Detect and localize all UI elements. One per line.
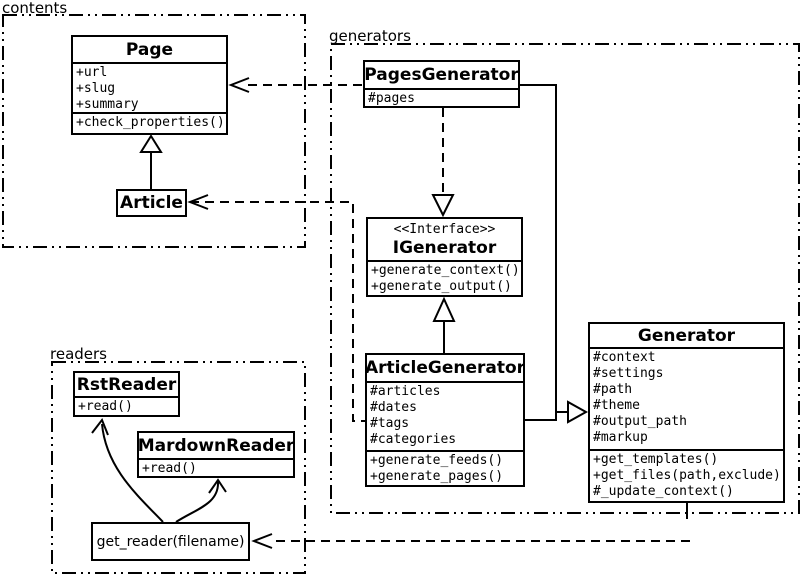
member-line: +generate_feeds() <box>370 453 504 468</box>
class-page-attributes: +url+slug+summary <box>73 62 226 112</box>
class-mardownreader: MardownReader +read() <box>137 431 295 478</box>
member-line: #theme <box>593 398 640 413</box>
inheritance-articlegenerator-to-igenerator <box>432 296 456 353</box>
class-rstreader: RstReader +read() <box>73 371 180 417</box>
package-border-contents <box>2 14 306 248</box>
member-line: #tags <box>370 416 410 431</box>
arrow-getreader-to-rstreader <box>91 417 164 523</box>
inheritance-generators-to-generator <box>520 84 589 424</box>
member-line: +summary <box>76 97 139 112</box>
member-line: #output_path <box>593 414 687 429</box>
class-mardownreader-title: MardownReader <box>137 435 295 456</box>
member-line: +get_files(path,exclude) <box>593 468 781 483</box>
class-article-title: Article <box>120 193 183 213</box>
member-line: +read() <box>142 461 197 476</box>
class-articlegenerator: ArticleGenerator #articles#dates#tags#ca… <box>365 353 525 487</box>
class-mardownreader-methods: +read() <box>139 458 293 478</box>
class-page-title: Page <box>125 39 174 60</box>
interface-igenerator-title: IGenerator <box>392 237 497 258</box>
package-label-readers: readers <box>50 345 107 363</box>
class-pagesgenerator-title: PagesGenerator <box>364 65 519 85</box>
class-generator-title: Generator <box>637 325 736 346</box>
member-line: +check_properties() <box>76 115 225 130</box>
member-line: #markup <box>593 430 648 445</box>
class-rstreader-title: RstReader <box>76 374 177 395</box>
function-get-reader: get_reader(filename) <box>91 522 250 561</box>
member-line: #_update_context() <box>593 484 734 499</box>
class-page-methods: +check_properties() <box>73 112 226 133</box>
member-line: +url <box>76 65 108 80</box>
package-border-generators <box>330 43 800 514</box>
member-line: #categories <box>370 432 457 447</box>
class-pagesgenerator: PagesGenerator #pages <box>363 60 520 108</box>
class-pagesgenerator-attributes: #pages <box>365 88 518 108</box>
member-line: +slug <box>76 81 116 96</box>
class-generator-attributes: #context#settings#path#theme#output_path… <box>590 347 783 449</box>
realization-pagesgenerator-to-igenerator <box>431 108 455 218</box>
package-border-readers <box>51 361 306 574</box>
member-line: +get_templates() <box>593 452 719 467</box>
package-label-contents: contents <box>2 0 68 17</box>
arrow-getreader-to-mardownreader <box>175 478 227 523</box>
class-generator: Generator #context#settings#path#theme#o… <box>588 322 785 503</box>
member-line: #pages <box>368 91 415 106</box>
member-line: #context <box>593 350 656 365</box>
function-get-reader-label: get_reader(filename) <box>96 533 245 550</box>
member-line: +read() <box>78 399 133 414</box>
class-generator-methods: +get_templates()+get_files(path,exclude)… <box>590 449 783 503</box>
class-articlegenerator-attributes: #articles#dates#tags#categories <box>367 381 523 450</box>
package-label-generators: generators <box>329 27 411 45</box>
class-article: Article <box>116 189 187 217</box>
member-line: +generate_output() <box>371 279 512 294</box>
dependency-articlegenerator-to-article <box>187 194 365 422</box>
member-line: +generate_pages() <box>370 469 504 484</box>
member-line: #dates <box>370 400 417 415</box>
class-rstreader-methods: +read() <box>75 396 178 417</box>
member-line: #path <box>593 382 633 397</box>
interface-igenerator-methods: +generate_context()+generate_output() <box>368 260 521 295</box>
inheritance-article-to-page <box>139 134 163 189</box>
member-line: #articles <box>370 384 441 399</box>
member-line: +generate_context() <box>371 263 520 278</box>
interface-igenerator-stereotype: <<Interface>> <box>393 221 496 237</box>
member-line: #settings <box>593 366 664 381</box>
class-page: Page +url+slug+summary +check_properties… <box>71 35 228 135</box>
interface-igenerator: <<Interface>> IGenerator +generate_conte… <box>366 217 523 297</box>
dependency-pagesgenerator-to-page <box>228 77 363 93</box>
class-articlegenerator-title: ArticleGenerator <box>364 358 526 378</box>
dependency-generator-to-getreader <box>251 503 690 549</box>
class-articlegenerator-methods: +generate_feeds()+generate_pages() <box>367 450 523 487</box>
